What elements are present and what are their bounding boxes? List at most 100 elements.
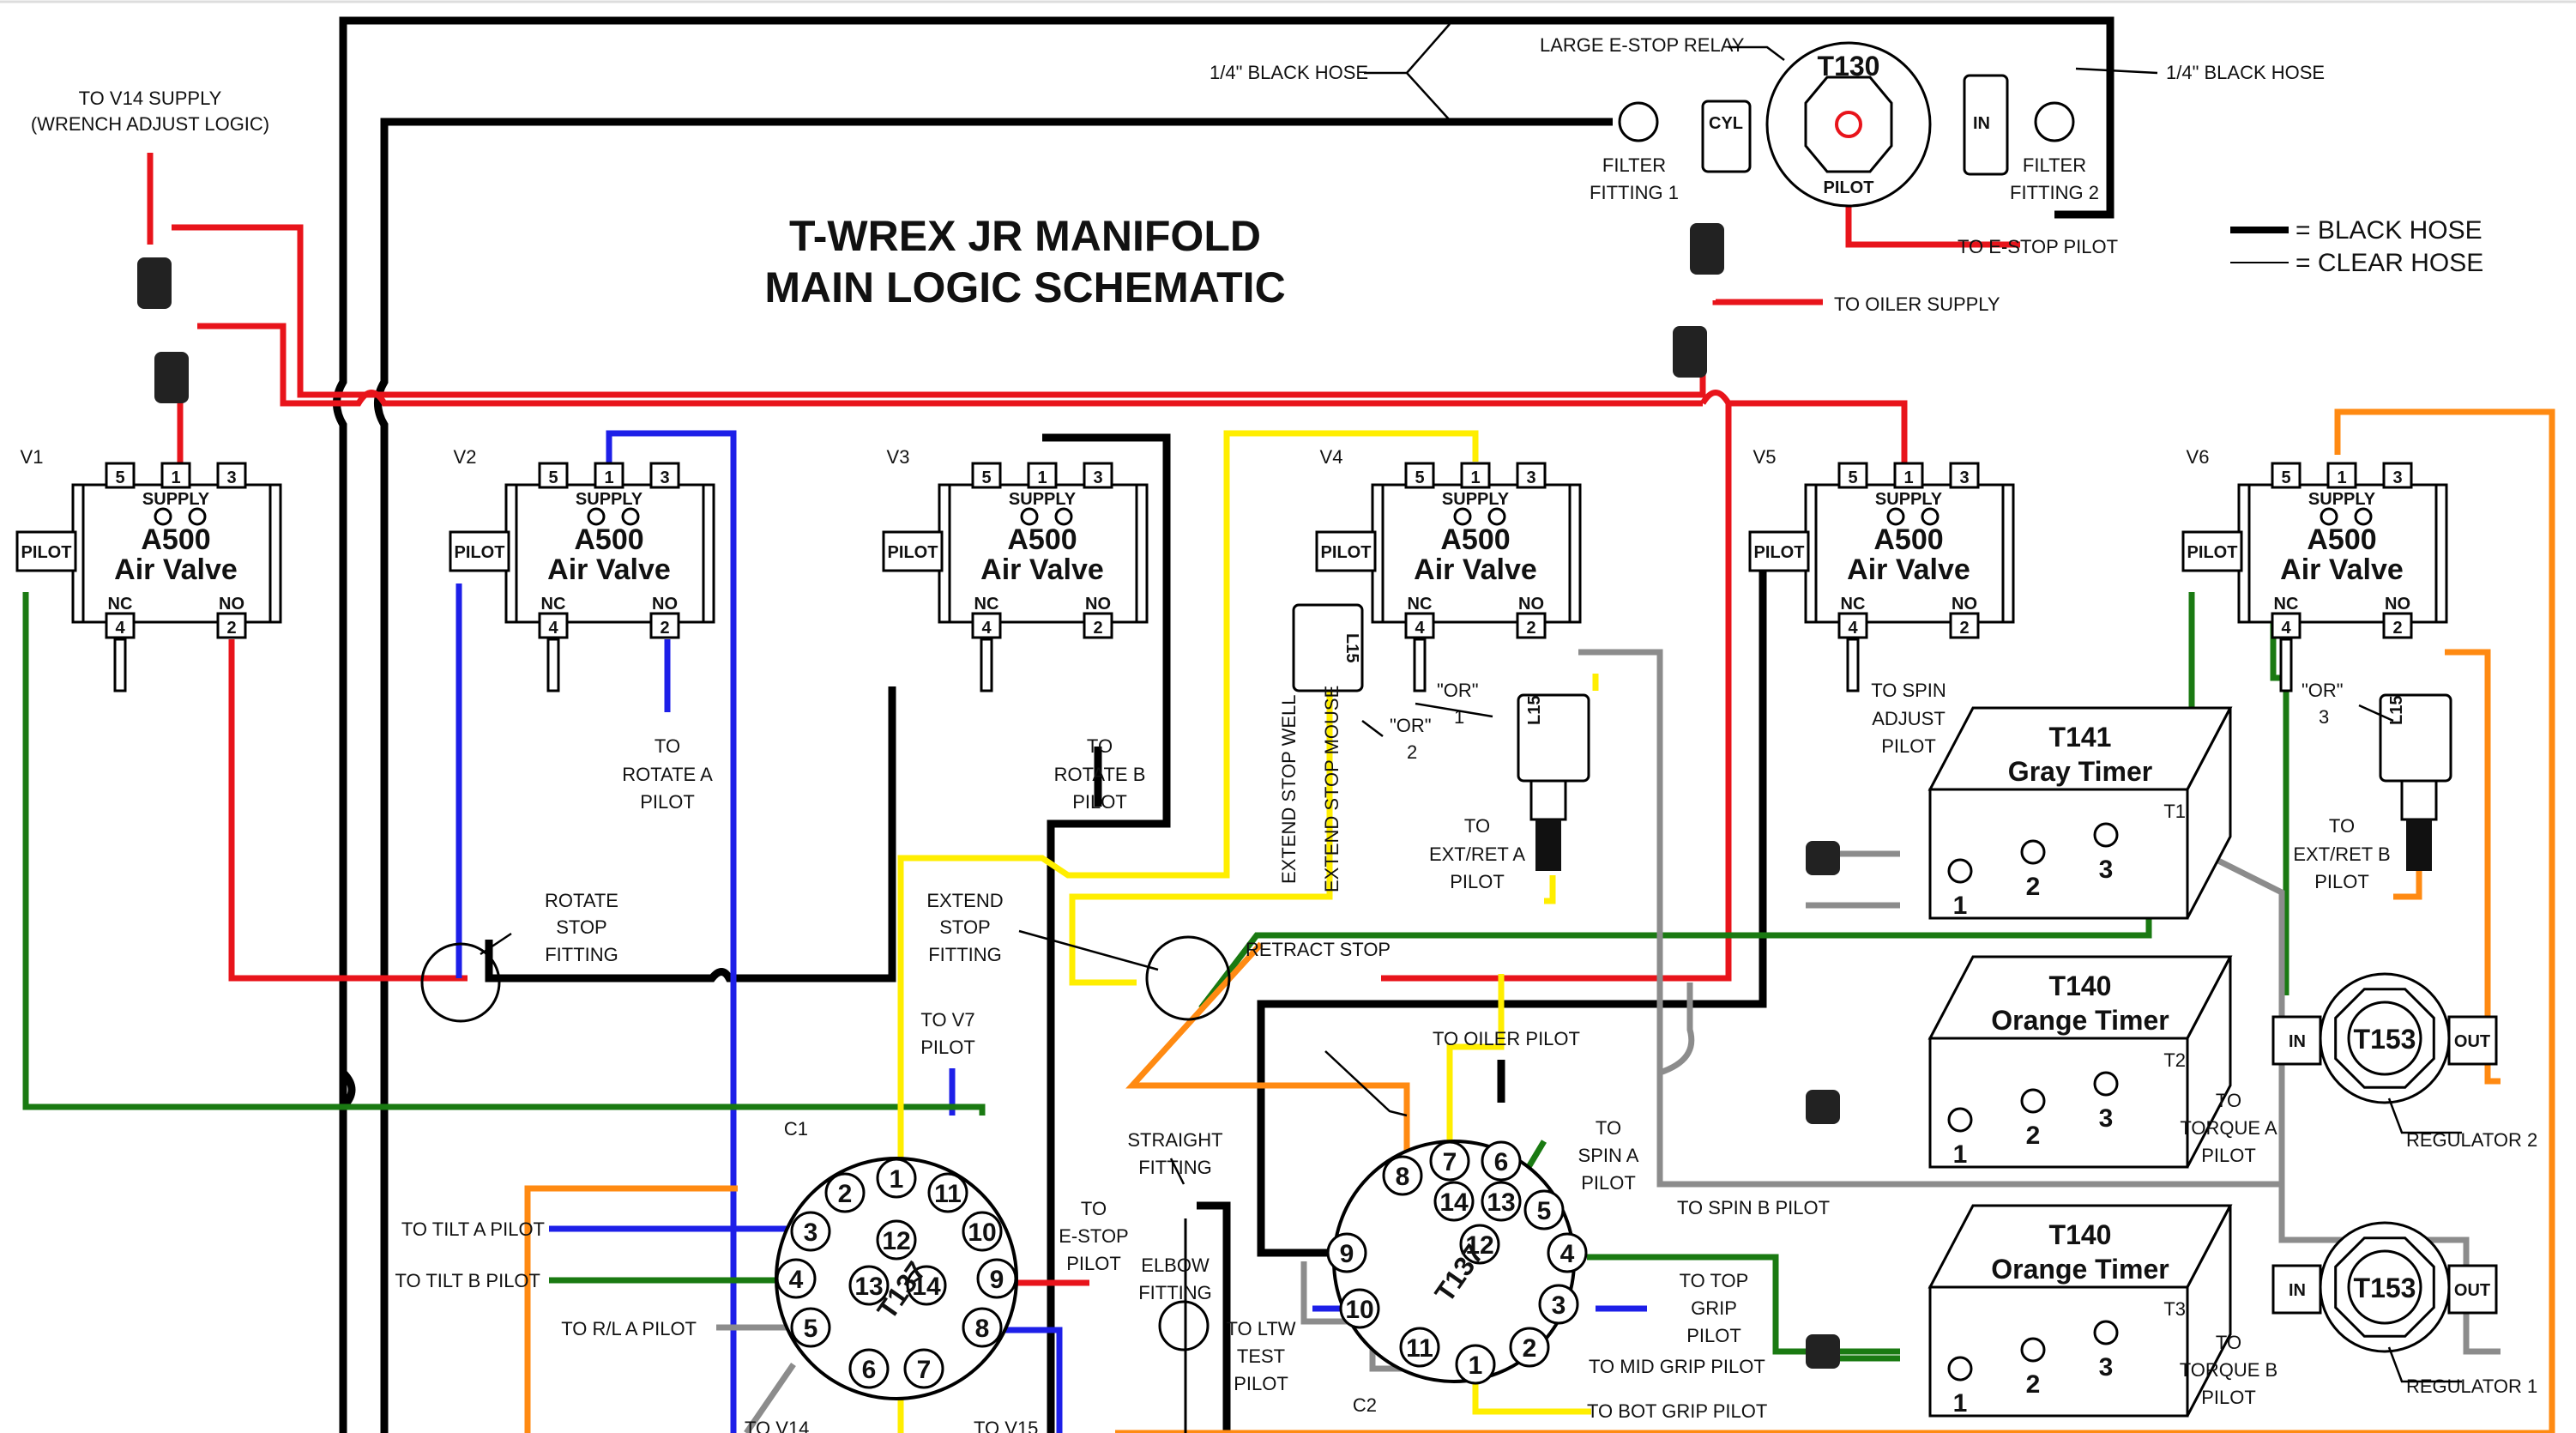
connector-id-label: C2: [1353, 1394, 1377, 1416]
valve-port-5: 5: [2281, 469, 2290, 487]
label-rotate-b-3: PILOT: [1072, 791, 1127, 813]
connector-pin-label: 13: [1487, 1188, 1515, 1217]
valve-port-2: 2: [1526, 619, 1535, 638]
label-rotate-stop-2: STOP: [556, 916, 607, 938]
timer-port-1: 1: [1953, 1140, 1968, 1169]
valve-port-5: 5: [981, 469, 991, 487]
regulator-in-label: IN: [2289, 1032, 2306, 1051]
label-filter2-b: FITTING 2: [2010, 182, 2099, 203]
valve-model: A500: [1873, 523, 1943, 556]
valve-port-2: 2: [660, 619, 669, 638]
valve-port-1: 1: [2337, 469, 2346, 487]
connector-pin-8: 8: [962, 1307, 1003, 1348]
label-to-v15-bottom: TO V15: [974, 1418, 1038, 1433]
valve-supply-label: SUPPLY: [1009, 490, 1077, 509]
label-black-hose-left: 1/4" BLACK HOSE: [1210, 62, 1368, 83]
connector-pin-label: 11: [1406, 1334, 1433, 1363]
label-to-v7-1: TO V7: [920, 1009, 974, 1031]
valve-no-label: NO: [2385, 595, 2410, 614]
label-black-hose-right: 1/4" BLACK HOSE: [2166, 62, 2325, 83]
label-torque-b-1: TO: [2216, 1332, 2241, 1353]
timer-id: T141: [2049, 722, 2112, 753]
legend-black: = BLACK HOSE: [2295, 216, 2482, 245]
shuttle-valve-or3: L15 "OR" 3: [2302, 680, 2452, 871]
estop-relay-t130: T130 CYL IN PILOT: [1618, 41, 2075, 208]
valve-port-4: 4: [1415, 619, 1425, 638]
valve-port-1: 1: [1903, 469, 1913, 487]
timer-port-1: 1: [1953, 892, 1968, 920]
label-to-v7-2: PILOT: [920, 1037, 975, 1058]
connector-pin-14: 14: [1433, 1181, 1475, 1222]
yellow-hoses: [897, 430, 1599, 1433]
connector-pin-label: 13: [854, 1273, 883, 1301]
label-torque-b-3: PILOT: [2201, 1387, 2256, 1408]
label-to-v14-bottom: TO V14: [745, 1418, 809, 1433]
label-extret-b-2: EXT/RET B: [2293, 843, 2390, 865]
valve-supply-label: SUPPLY: [576, 490, 643, 509]
connector-pin-label: 12: [1465, 1231, 1493, 1260]
connector-pin-label: 6: [1494, 1148, 1509, 1176]
connector-pin-label: 9: [990, 1266, 1004, 1294]
valve-nc-label: NC: [1408, 595, 1433, 614]
relay-pilot: PILOT: [1824, 178, 1874, 197]
regulator-id: T153: [2354, 1273, 2416, 1303]
timer-port-2: 2: [2026, 873, 2041, 901]
label-extend-well: EXTEND STOP WELL: [1278, 695, 1300, 884]
valve-port-4: 4: [981, 619, 992, 638]
label-top-grip-1: TO TOP: [1680, 1270, 1749, 1291]
connector-pin-2: 2: [824, 1172, 866, 1213]
valve-nc-label: NC: [974, 595, 999, 614]
valve-port-3: 3: [1526, 469, 1535, 487]
shuttle-valve-or1: L15 "OR" 1: [1437, 680, 1590, 871]
shuttle-valve-or2: L15 "OR" 2: [1292, 603, 1432, 763]
regulator-in-label: IN: [2289, 1281, 2306, 1300]
valve-port-2: 2: [1093, 619, 1102, 638]
timer-tag: T2: [2163, 1049, 2186, 1071]
valve-port-3: 3: [1093, 469, 1102, 487]
timer-port-1: 1: [1953, 1389, 1968, 1418]
valve-model: A500: [2307, 523, 2376, 556]
valve-pilot-label: PILOT: [455, 543, 505, 562]
connector-id-label: C1: [784, 1118, 808, 1140]
schematic-title: T-WREX JR MANIFOLD MAIN LOGIC SCHEMATIC: [764, 212, 1285, 311]
valve-port-2: 2: [1959, 619, 1969, 638]
fittings: [420, 935, 1231, 1433]
regulator-out-label: OUT: [2454, 1032, 2490, 1051]
connector-pin-1: 1: [876, 1158, 917, 1199]
or1-label-a: "OR": [1437, 680, 1479, 701]
label-top-grip-3: PILOT: [1686, 1325, 1741, 1346]
label-spin-b: TO SPIN B PILOT: [1677, 1197, 1830, 1218]
label-estop-b-3: PILOT: [1066, 1253, 1121, 1274]
connector-pin-4: 4: [1547, 1232, 1588, 1273]
connector-pin-5: 5: [790, 1307, 831, 1348]
label-rotate-a-2: ROTATE A: [622, 764, 713, 785]
label-extret-b-1: TO: [2329, 815, 2355, 837]
label-spin-a-1: TO: [1596, 1117, 1621, 1139]
label-spin-adj-1: TO SPIN: [1871, 680, 1946, 701]
label-large-estop: LARGE E-STOP RELAY: [1540, 34, 1745, 56]
connector-pin-label: 5: [1537, 1197, 1552, 1225]
valve-name: Air Valve: [980, 553, 1104, 586]
label-to-oiler-supply: TO OILER SUPPLY: [1834, 293, 2000, 315]
label-rotate-a-1: TO: [655, 735, 680, 757]
connector-pin-label: 9: [1340, 1240, 1354, 1268]
connector-pin-label: 4: [789, 1266, 804, 1294]
valve-supply-label: SUPPLY: [2308, 490, 2376, 509]
connector-pin-6: 6: [1481, 1140, 1522, 1182]
connector-pin-10: 10: [962, 1211, 1003, 1252]
valve-port-5: 5: [548, 469, 558, 487]
label-elbow-2: FITTING: [1138, 1282, 1212, 1303]
valve-pilot-label: PILOT: [21, 543, 72, 562]
relay-cyl: CYL: [1709, 114, 1743, 133]
label-torque-a-2: TORQUE A: [2180, 1117, 2277, 1139]
label-torque-a-1: TO: [2216, 1090, 2241, 1111]
label-mid-grip: TO MID GRIP PILOT: [1589, 1356, 1765, 1377]
label-spin-adj-2: ADJUST: [1872, 708, 1946, 729]
valve-port-4: 4: [1848, 619, 1858, 638]
timer-name: Orange Timer: [1991, 1005, 2169, 1036]
connector-pin-7: 7: [1429, 1140, 1470, 1182]
regulator-out-label: OUT: [2454, 1281, 2490, 1300]
